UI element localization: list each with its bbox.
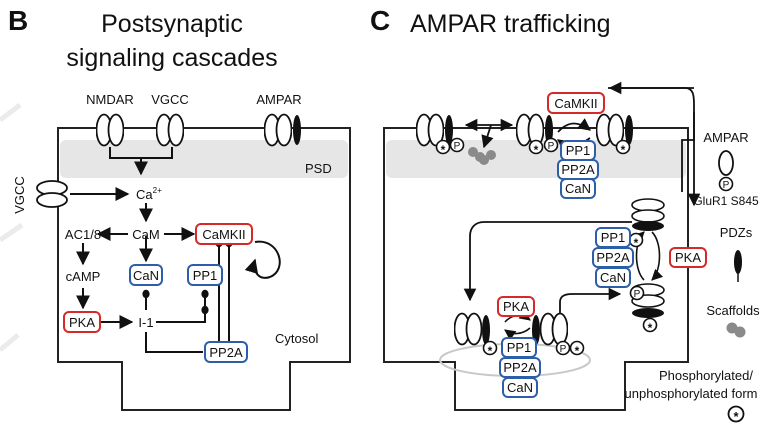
panel-c-internal-arrows bbox=[463, 221, 632, 318]
panel-b: B Postsynaptic signaling cascades PSD Cy… bbox=[8, 5, 351, 411]
svg-text:PP2A: PP2A bbox=[503, 360, 537, 375]
svg-text:*: * bbox=[575, 344, 580, 358]
pka-bottom-node: PKA bbox=[497, 296, 535, 317]
vgcc-top-receptor-icon bbox=[156, 113, 184, 147]
vgcc-top-label: VGCC bbox=[151, 92, 189, 107]
ac18-node: AC1/8 bbox=[65, 227, 101, 242]
legend-phospho-line2: unphosphorylated form bbox=[625, 386, 758, 401]
legend-pdz-title: PDZs bbox=[720, 225, 753, 240]
can-top-node: CaN bbox=[560, 178, 596, 199]
vesicle-receptor-stack-icon bbox=[631, 198, 665, 318]
camp-node: cAMP bbox=[66, 269, 101, 284]
svg-text:P: P bbox=[560, 344, 567, 355]
svg-text:*: * bbox=[534, 143, 539, 157]
svg-text:PKA: PKA bbox=[503, 299, 529, 314]
legend-ampar-icon bbox=[718, 150, 734, 176]
legend-p-icon: P bbox=[723, 180, 730, 191]
svg-text:*: * bbox=[648, 321, 653, 335]
ampar-pdz-icon bbox=[293, 115, 301, 145]
svg-text:PP1: PP1 bbox=[193, 268, 218, 283]
svg-text:P: P bbox=[454, 141, 461, 152]
vesicle-markers: * P * bbox=[628, 232, 658, 335]
ca-node: Ca2+ bbox=[136, 186, 162, 202]
endosome-markers: * P * bbox=[482, 340, 585, 358]
pdz-1-icon bbox=[445, 115, 453, 145]
svg-text:PKA: PKA bbox=[675, 250, 701, 265]
pp1-bottom-node: PP1 bbox=[501, 337, 537, 358]
svg-text:CaN: CaN bbox=[600, 270, 626, 285]
pp1-node: PP1 bbox=[187, 264, 223, 286]
panel-b-psd bbox=[60, 140, 348, 178]
svg-text:*: * bbox=[488, 344, 493, 358]
panel-c: C AMPAR trafficking * P * P * bbox=[370, 5, 760, 424]
legend-phospho-line1: Phosphorylated/ bbox=[659, 368, 753, 383]
can-bottom-node: CaN bbox=[502, 377, 538, 398]
panel-b-title-line1: Postsynaptic bbox=[101, 10, 243, 38]
pp2a-node: PP2A bbox=[204, 341, 248, 363]
panel-b-letter: B bbox=[8, 5, 28, 36]
ampar-receptor-icon bbox=[264, 113, 292, 147]
endosome-ampar-2-icon bbox=[540, 312, 568, 346]
svg-text:CaMKII: CaMKII bbox=[554, 96, 597, 111]
panel-b-connectors bbox=[70, 147, 281, 353]
svg-text:PKA: PKA bbox=[69, 315, 95, 330]
pka-right-node: PKA bbox=[669, 247, 707, 268]
panel-b-psd-label: PSD bbox=[305, 161, 332, 176]
vgcc-side-receptor-icon bbox=[36, 180, 68, 208]
legend-scaffolds-label: Scaffolds bbox=[706, 303, 760, 318]
can-right-node: CaN bbox=[595, 267, 631, 288]
legend-ampar-title: AMPAR bbox=[703, 130, 748, 145]
svg-text:PP2A: PP2A bbox=[596, 250, 630, 265]
i1-node: I-1 bbox=[138, 315, 153, 330]
svg-text:*: * bbox=[634, 236, 639, 250]
camkii-node: CaMKII bbox=[195, 223, 253, 245]
svg-text:CaN: CaN bbox=[133, 268, 159, 283]
legend-star-icon: * bbox=[733, 409, 739, 424]
endosome-ampar-1-icon bbox=[454, 312, 482, 346]
pp1-top-node: PP1 bbox=[560, 140, 596, 161]
pp1-right-node: PP1 bbox=[595, 227, 631, 248]
pp2a-bottom-node: PP2A bbox=[499, 357, 541, 378]
svg-text:P: P bbox=[634, 289, 641, 300]
svg-text:PP1: PP1 bbox=[507, 340, 532, 355]
camkii-top-node: CaMKII bbox=[547, 92, 605, 114]
svg-text:PP1: PP1 bbox=[566, 143, 591, 158]
svg-text:*: * bbox=[441, 143, 446, 157]
nmdar-label: NMDAR bbox=[86, 92, 134, 107]
top-markers: * P * P * bbox=[435, 137, 631, 157]
panel-c-letter: C bbox=[370, 5, 390, 36]
legend-pdz-icon bbox=[734, 250, 742, 274]
svg-text:P: P bbox=[548, 141, 555, 152]
ampar-label: AMPAR bbox=[256, 92, 301, 107]
cam-node: CaM bbox=[132, 227, 159, 242]
svg-text:PP2A: PP2A bbox=[561, 162, 595, 177]
panel-b-title-line2: signaling cascades bbox=[66, 44, 277, 72]
svg-text:CaN: CaN bbox=[565, 181, 591, 196]
endosome-pdz-2-icon bbox=[532, 315, 540, 345]
vgcc-side-label: VGCC bbox=[12, 176, 27, 214]
can-node: CaN bbox=[129, 264, 163, 286]
svg-text:PP2A: PP2A bbox=[209, 345, 243, 360]
svg-text:CaN: CaN bbox=[507, 380, 533, 395]
pka-node: PKA bbox=[63, 311, 101, 333]
legend-scaffold-icon bbox=[726, 322, 746, 338]
pdz-2-icon bbox=[545, 115, 553, 145]
legend: AMPAR P GluR1 S845 PDZs Scaffolds Phosph… bbox=[625, 130, 761, 424]
panel-b-cytosol-label: Cytosol bbox=[275, 331, 318, 346]
panel-c-title: AMPAR trafficking bbox=[410, 10, 611, 38]
pp2a-right-node: PP2A bbox=[592, 247, 634, 268]
nmdar-receptor-icon bbox=[96, 113, 124, 147]
endosome-pdz-1-icon bbox=[482, 315, 490, 345]
svg-text:*: * bbox=[621, 143, 626, 157]
pdz-3-icon bbox=[625, 115, 633, 145]
svg-text:CaMKII: CaMKII bbox=[202, 227, 245, 242]
watermark-shapes bbox=[0, 103, 24, 352]
pp2a-top-node: PP2A bbox=[557, 159, 599, 180]
vesicle-exchange-arrows bbox=[632, 231, 664, 281]
svg-text:PP1: PP1 bbox=[601, 230, 626, 245]
psd-scaffolds bbox=[468, 147, 496, 165]
legend-ampar-site: GluR1 S845 bbox=[693, 194, 759, 208]
